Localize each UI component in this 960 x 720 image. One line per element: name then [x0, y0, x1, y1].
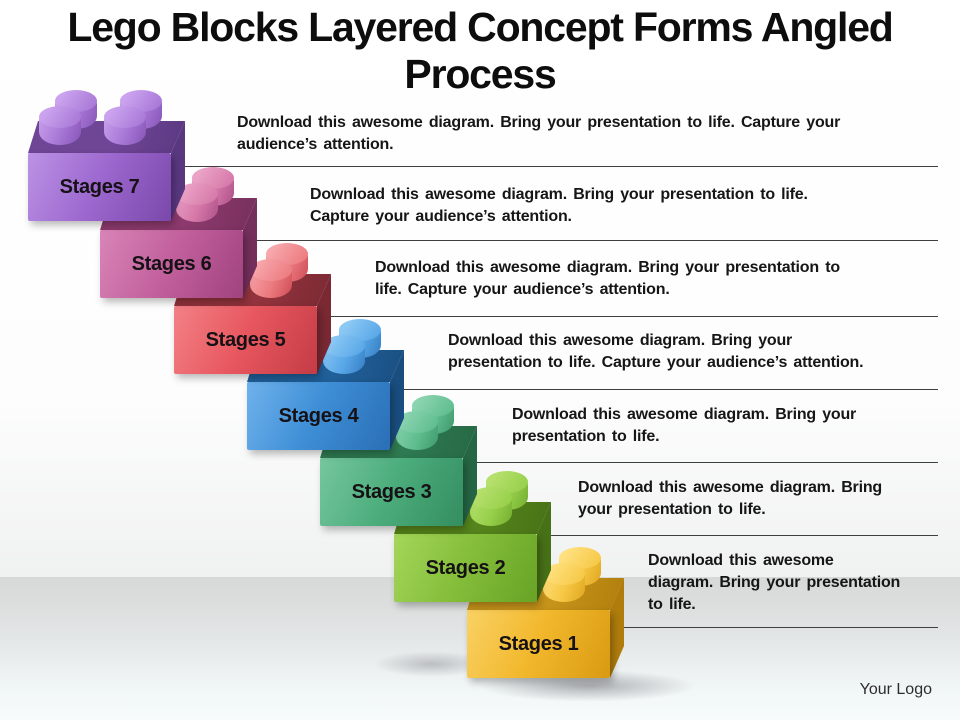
stage-5-rule [320, 316, 938, 317]
stage-label: Stages 3 [351, 480, 432, 503]
stud-cap [543, 563, 585, 585]
stage-1-rule [613, 627, 938, 628]
lego-stud [39, 106, 81, 145]
stage-label: Stages 5 [205, 328, 286, 351]
stage-4-rule [393, 389, 938, 390]
stud-cap [39, 106, 81, 128]
brick-side-face [463, 426, 477, 526]
stage-label: Stages 7 [59, 175, 140, 198]
brick-front-face: Stages 7 [28, 153, 171, 221]
brick-side-face [317, 274, 331, 374]
lego-brick-stage-4: Stages 4 [247, 319, 407, 452]
brick-front-face: Stages 6 [100, 230, 243, 298]
brick-front-face: Stages 2 [394, 534, 537, 602]
stage-4-description: Download this awesome diagram. Bring you… [448, 332, 864, 371]
slide-title: Lego Blocks Layered Concept Forms Angled… [67, 4, 894, 98]
stage-3-description: Download this awesome diagram. Bring you… [512, 406, 857, 445]
lego-stud [250, 259, 292, 298]
stage-label: Stages 6 [131, 252, 212, 275]
stage-6-description: Download this awesome diagram. Bring you… [310, 186, 808, 225]
stud-cap [396, 411, 438, 433]
brick-front-face: Stages 4 [247, 382, 390, 450]
stage-5-description: Download this awesome diagram. Bring you… [375, 259, 840, 298]
lego-brick-stage-7: Stages 7 [28, 90, 188, 223]
brick-side-face [610, 578, 624, 678]
brick-side-face [390, 350, 404, 450]
lego-stud [176, 183, 218, 222]
brick-front-face: Stages 5 [174, 306, 317, 374]
brick-side-face [171, 121, 185, 221]
brick-front-face: Stages 1 [467, 610, 610, 678]
stud-cap [104, 106, 146, 128]
brick-side-face [537, 502, 551, 602]
stud-cap [176, 183, 218, 205]
brick-front-face: Stages 3 [320, 458, 463, 526]
stage-7-description: Download this awesome diagram. Bring you… [237, 114, 841, 153]
lego-stud [470, 487, 512, 526]
stage-2-description: Download this awesome diagram. Bring you… [578, 479, 882, 518]
lego-stud [104, 106, 146, 145]
brick-side-face [243, 198, 257, 298]
stage-3-rule [466, 462, 938, 463]
stage-7-rule [171, 166, 938, 167]
lego-brick-stage-2: Stages 2 [394, 471, 554, 604]
stud-cap [323, 335, 365, 357]
lego-brick-stage-1: Stages 1 [467, 547, 627, 680]
stage-1-description: Download this awesome diagram. Bring you… [648, 552, 901, 613]
stage-label: Stages 4 [278, 404, 359, 427]
stage-2-rule [539, 535, 938, 536]
stud-cap [250, 259, 292, 281]
stage-label: Stages 1 [498, 632, 579, 655]
stage-label: Stages 2 [425, 556, 506, 579]
stage-6-rule [246, 240, 938, 241]
your-logo-text: Your Logo [859, 681, 932, 698]
stud-cap [470, 487, 512, 509]
